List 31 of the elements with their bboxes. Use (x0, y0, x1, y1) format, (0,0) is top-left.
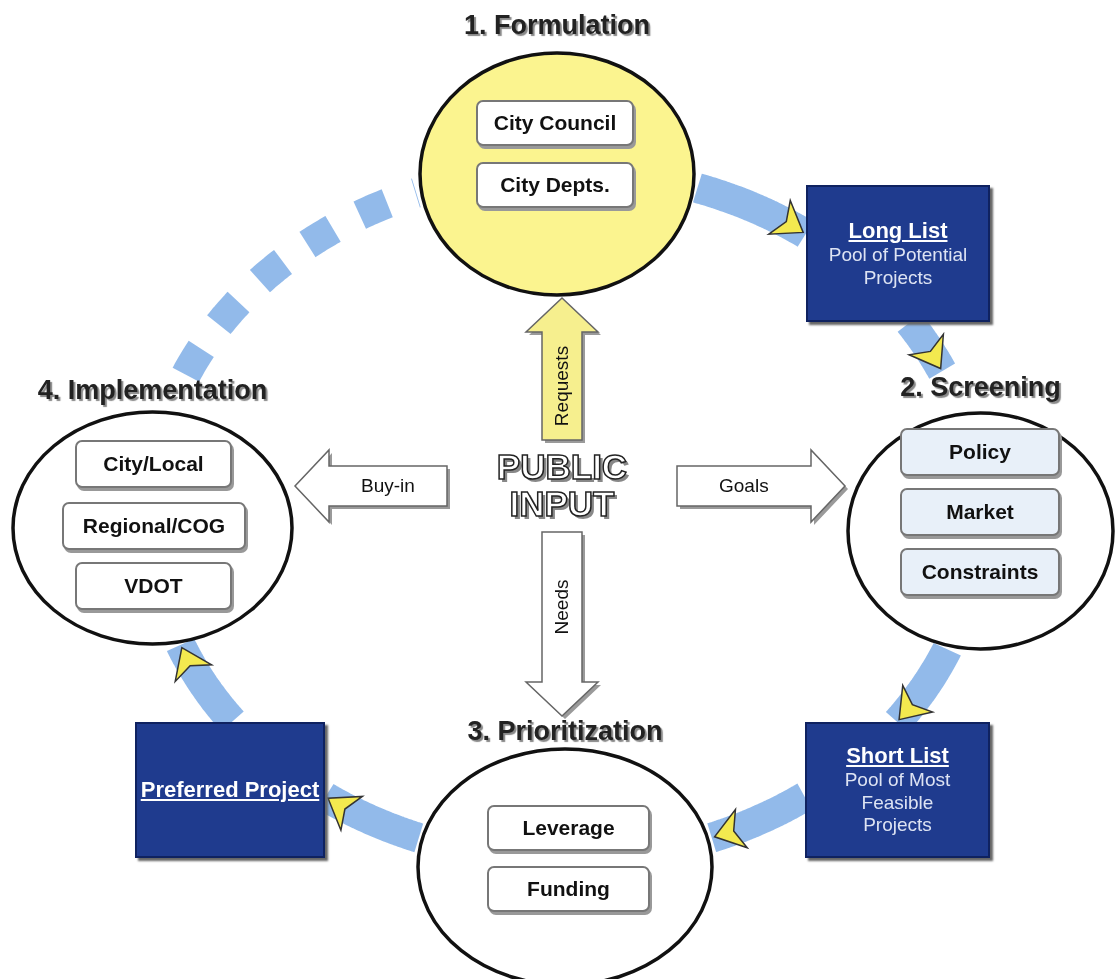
stage-heading: 4. Implementation (36, 375, 269, 406)
stage-heading: 1. Formulation (463, 10, 651, 41)
stage-heading: 2. Screening (899, 372, 1062, 403)
block-arrow (676, 448, 848, 525)
list-title: Preferred Project (140, 777, 320, 803)
list-title: Long List (848, 217, 948, 244)
item-box: Leverage (487, 805, 650, 851)
stage-heading: 3. Prioritization (466, 716, 664, 747)
item-box: City/Local (75, 440, 232, 488)
list-box (805, 722, 990, 858)
item-box: Regional/COG (62, 502, 246, 550)
block-arrow (524, 296, 601, 443)
item-box: City Depts. (476, 162, 634, 208)
item-box: Market (900, 488, 1060, 536)
list-description: Pool of Most Feasible Projects (843, 768, 952, 838)
item-box: Funding (487, 866, 650, 912)
edge-label: Needs (550, 579, 573, 635)
list-box (806, 185, 990, 322)
center-title: PUBLIC INPUT (495, 449, 630, 523)
edge-label: Requests (551, 345, 574, 427)
item-box: Constraints (900, 548, 1060, 596)
edge-label: Goals (719, 475, 769, 497)
edge-label: Buy-in (361, 475, 415, 497)
block-arrow (524, 531, 601, 719)
block-arrow (293, 448, 450, 525)
list-title: Short List (846, 742, 949, 769)
item-box: VDOT (75, 562, 232, 610)
item-box: City Council (476, 100, 634, 146)
project-box (135, 722, 325, 858)
list-description: Pool of Potential Projects (827, 243, 969, 290)
item-box: Policy (900, 428, 1060, 476)
